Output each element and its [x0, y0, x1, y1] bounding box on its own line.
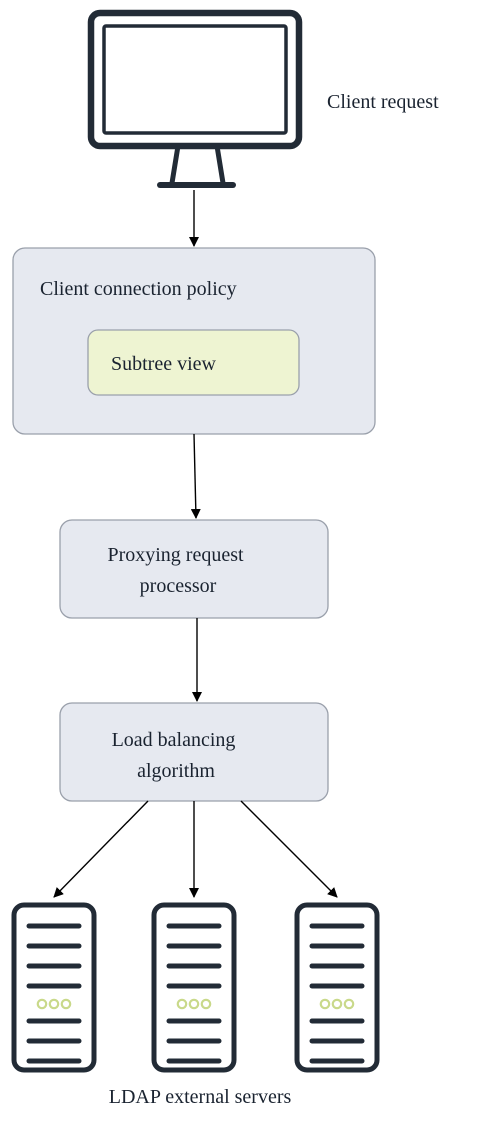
status-light-icon: [36, 998, 48, 1010]
subtree-view-label: Subtree view: [111, 353, 217, 375]
client-connection-policy-label: Client connection policy: [40, 278, 237, 300]
server-icon: [294, 902, 380, 1073]
status-light-icon: [343, 998, 355, 1010]
ldap-external-servers-label: LDAP external servers: [109, 1086, 292, 1108]
load-balancing-algorithm-box: [59, 702, 329, 802]
arrow-balancer-to-server-1: [53, 800, 149, 898]
subtree-view-box: [87, 329, 300, 396]
monitor-icon: [87, 9, 303, 188]
status-light-icon: [200, 998, 212, 1010]
status-light-icon: [188, 998, 200, 1010]
ldap-server-group: [11, 902, 380, 1073]
status-light-icon: [319, 998, 331, 1010]
arrow-policy-to-processor: [190, 433, 201, 519]
status-light-icon: [48, 998, 60, 1010]
status-light-icon: [60, 998, 72, 1010]
proxying-request-processor-label: Proxying request processor: [107, 544, 248, 597]
status-light-icon: [331, 998, 343, 1010]
server-icon: [11, 902, 97, 1073]
status-light-icon: [176, 998, 188, 1010]
client-request-label: Client request: [327, 91, 439, 113]
proxying-request-processor-box: [59, 519, 329, 619]
arrow-balancer-to-server-3: [240, 800, 338, 898]
load-balancing-algorithm-label: Load balancing algorithm: [112, 729, 241, 782]
server-icon: [151, 902, 237, 1073]
